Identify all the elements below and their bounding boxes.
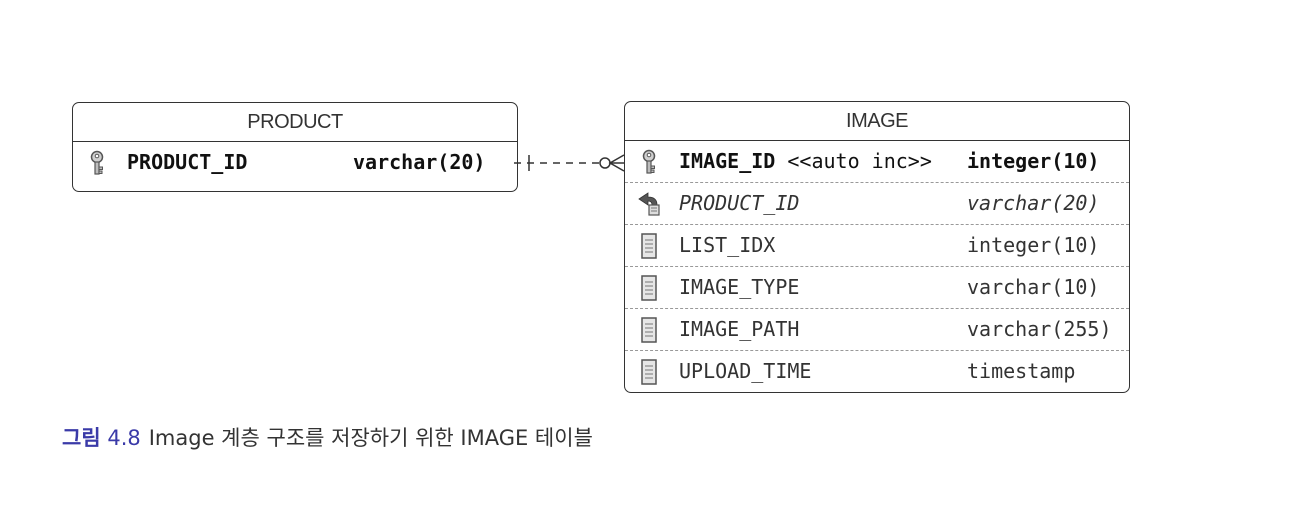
column-type: varchar(10) [967, 275, 1100, 299]
column-type: integer(10) [967, 149, 1100, 173]
column-type: integer(10) [967, 233, 1100, 257]
column-icon [641, 233, 657, 259]
column-name: UPLOAD_TIME [679, 359, 812, 383]
product-row-product-id: PRODUCT_ID varchar(20) [73, 142, 517, 183]
product-entity-title: PRODUCT [73, 103, 517, 142]
column-name: IMAGE_PATH [679, 317, 800, 341]
column-type: varchar(20) [353, 150, 486, 174]
image-row-image-id: IMAGE_ID <<auto inc>> integer(10) [625, 141, 1129, 182]
column-icon [641, 275, 657, 301]
column-icon [641, 359, 657, 385]
figure-caption: 그림 4.8 Image 계층 구조를 저장하기 위한 IMAGE 테이블 [62, 422, 593, 452]
figure-caption-text: Image 계층 구조를 저장하기 위한 IMAGE 테이블 [148, 426, 593, 450]
column-type: timestamp [967, 359, 1076, 383]
figure-number: 4.8 [107, 426, 141, 450]
relationship-line [514, 154, 625, 172]
image-row-image-path: IMAGE_PATH varchar(255) [625, 308, 1129, 350]
figure-label: 그림 [62, 426, 101, 450]
column-name: PRODUCT_ID [679, 191, 800, 215]
image-row-product-id: PRODUCT_ID varchar(20) [625, 182, 1129, 224]
image-row-image-type: IMAGE_TYPE varchar(10) [625, 266, 1129, 308]
auto-increment-label: <<auto inc>> [787, 149, 932, 173]
image-row-list-idx: LIST_IDX integer(10) [625, 224, 1129, 266]
column-name: PRODUCT_ID [127, 150, 248, 174]
image-entity: IMAGE IMAGE_ID <<auto inc>> integer(10) … [624, 101, 1130, 393]
column-name: LIST_IDX [679, 233, 776, 257]
foreign-key-icon [638, 192, 660, 216]
column-name: IMAGE_TYPE [679, 275, 800, 299]
key-icon [642, 149, 656, 174]
image-entity-title: IMAGE [625, 102, 1129, 141]
product-entity: PRODUCT PRODUCT_ID varchar(20) [72, 102, 518, 192]
column-type: varchar(255) [967, 317, 1112, 341]
column-type: varchar(20) [967, 191, 1100, 215]
column-icon [641, 317, 657, 343]
column-name: IMAGE_ID <<auto inc>> [679, 149, 932, 173]
image-row-upload-time: UPLOAD_TIME timestamp [625, 350, 1129, 392]
key-icon [90, 150, 104, 175]
